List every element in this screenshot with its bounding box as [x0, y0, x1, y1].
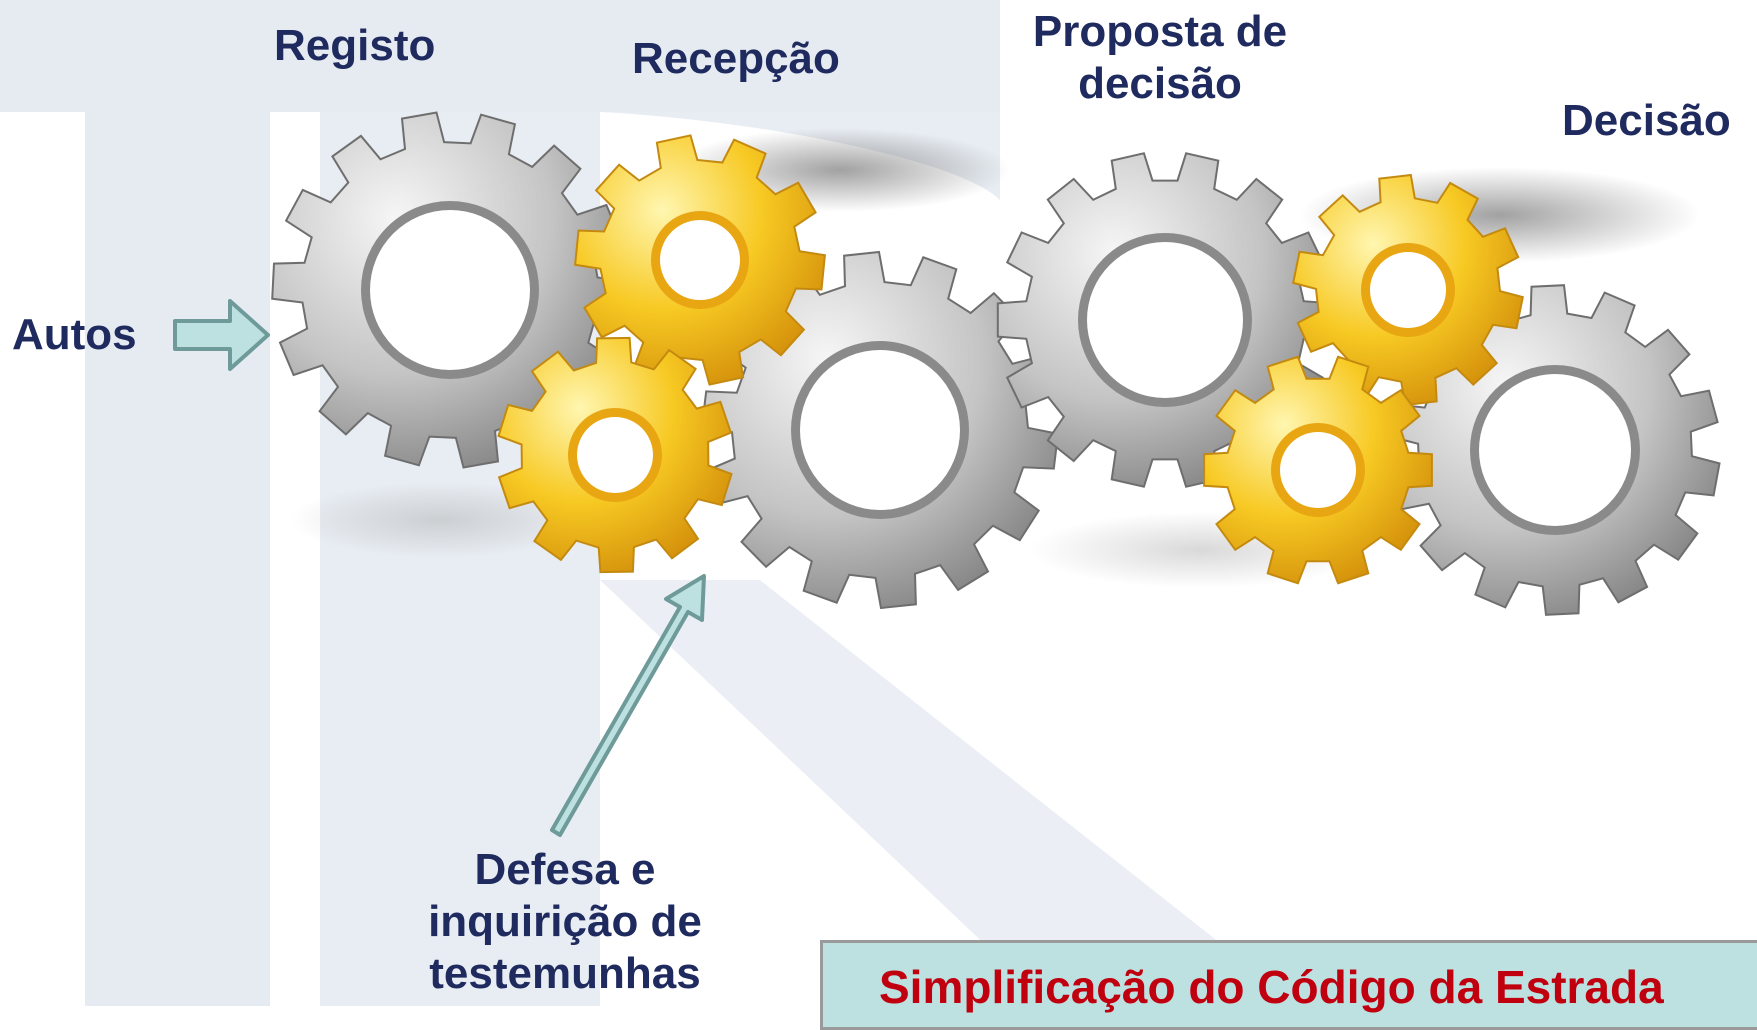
label-proposta-line1: Proposta de	[1032, 7, 1288, 56]
gear-hole	[660, 220, 740, 300]
gear-hole	[1280, 432, 1356, 508]
label-recepcao: Recepção	[632, 34, 840, 83]
summary-banner: Simplificação do Código da Estrada	[820, 940, 1757, 1030]
label-defesa-line3: testemunhas	[429, 949, 701, 998]
label-proposta-line2: decisão	[1078, 59, 1242, 108]
gear-icon	[700, 250, 1060, 610]
label-defesa: Defesa e inquirição de testemunhas	[390, 844, 740, 1000]
arrow-icon	[550, 574, 706, 837]
label-autos: Autos	[12, 310, 137, 359]
watermark-bar-left	[85, 0, 270, 1006]
label-decisao: Decisão	[1562, 96, 1731, 145]
gear-hole	[577, 417, 653, 493]
banner-text: Simplificação do Código da Estrada	[879, 961, 1664, 1013]
gear-icon	[574, 134, 826, 386]
gear-icon	[1389, 284, 1721, 616]
label-defesa-line1: Defesa e	[474, 845, 656, 894]
label-defesa-line2: inquirição de	[428, 897, 702, 946]
gear-icon	[497, 336, 733, 574]
label-proposta-de-decisao: Proposta de decisão	[1010, 6, 1310, 110]
gear-icon	[1203, 355, 1433, 585]
label-registo: Registo	[274, 21, 436, 70]
watermark-letter-leg	[600, 580, 1300, 1006]
gear-hole	[1087, 242, 1243, 398]
gear-hole	[800, 350, 960, 510]
gear-hole	[370, 210, 530, 370]
gear-icon	[1292, 173, 1524, 407]
gear-hole	[1370, 252, 1446, 328]
gears-diagram	[173, 111, 1721, 837]
gear-hole	[1479, 374, 1631, 526]
arrow-icon	[173, 299, 270, 371]
